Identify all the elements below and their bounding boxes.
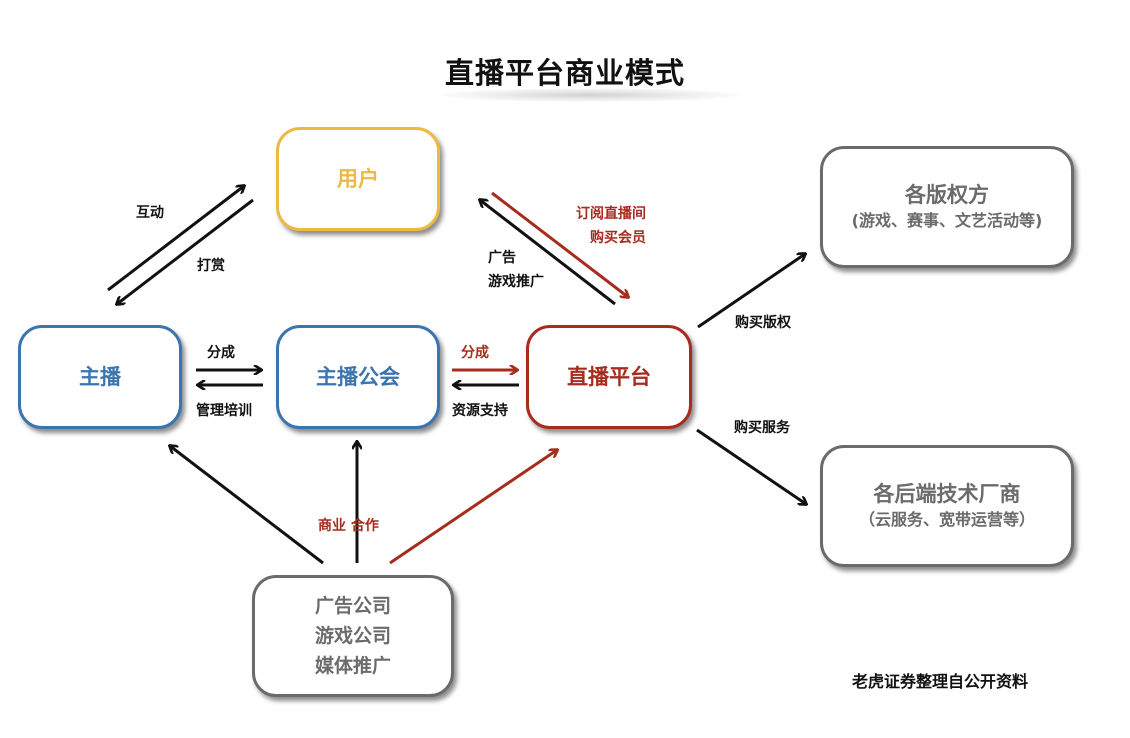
node-partners-line: 游戏公司 [314, 625, 391, 647]
node-tech-label: 各后端技术厂商 [873, 482, 1021, 506]
label-interact: 互动 [136, 205, 164, 221]
node-tech-sublabel: （云服务、宽带运营等） [858, 510, 1035, 529]
label-ads-1: 广告 [488, 250, 516, 266]
label-subscribe-1: 订阅直播间 [576, 206, 646, 222]
label-ads-2: 游戏推广 [488, 274, 544, 290]
node-partners-line: 广告公司 [314, 595, 391, 617]
arrow-buy-service [696, 428, 806, 504]
node-anchor-label: 主播 [79, 365, 121, 389]
label-training: 管理培训 [196, 403, 252, 419]
label-resources: 资源支持 [452, 403, 508, 419]
label-buy-service: 购买服务 [734, 420, 790, 436]
node-tech[interactable]: 各后端技术厂商 （云服务、宽带运营等） [820, 445, 1074, 567]
label-share-anchor: 分成 [207, 345, 235, 361]
node-user-label: 用户 [337, 167, 379, 191]
title-shadow [440, 88, 740, 102]
arrow-partner-anchor [170, 446, 324, 565]
label-subscribe-2: 购买会员 [590, 230, 646, 246]
node-copyright-label: 各版权方 [905, 183, 989, 207]
arrow-ads [480, 200, 616, 306]
node-partners-line: 媒体推广 [314, 655, 391, 677]
node-user[interactable]: 用户 [276, 127, 440, 231]
arrow-partner-platform [389, 450, 557, 565]
source-note: 老虎证券整理自公开资料 [852, 672, 1029, 691]
arrow-buy-copyright [697, 254, 805, 329]
node-copyright-sublabel: (游戏、赛事、文艺活动等) [851, 211, 1043, 230]
node-platform-label: 直播平台 [567, 365, 651, 389]
node-anchor[interactable]: 主播 [18, 325, 182, 429]
node-copyright[interactable]: 各版权方 (游戏、赛事、文艺活动等) [820, 146, 1074, 268]
label-buy-copyright: 购买版权 [735, 315, 791, 331]
arrow-subscribe [491, 191, 628, 297]
label-business-coop: 商业 合作 [318, 518, 379, 534]
label-tip: 打赏 [197, 258, 225, 274]
arrow-tip [117, 198, 254, 304]
node-partners[interactable]: 广告公司 游戏公司 媒体推广 [252, 575, 454, 697]
node-guild[interactable]: 主播公会 [276, 325, 440, 429]
node-guild-label: 主播公会 [316, 365, 400, 389]
diagram-title: 直播平台商业模式 [444, 56, 685, 90]
arrow-interact [107, 186, 244, 292]
label-share-guild: 分成 [461, 345, 489, 361]
node-platform[interactable]: 直播平台 [526, 325, 692, 429]
